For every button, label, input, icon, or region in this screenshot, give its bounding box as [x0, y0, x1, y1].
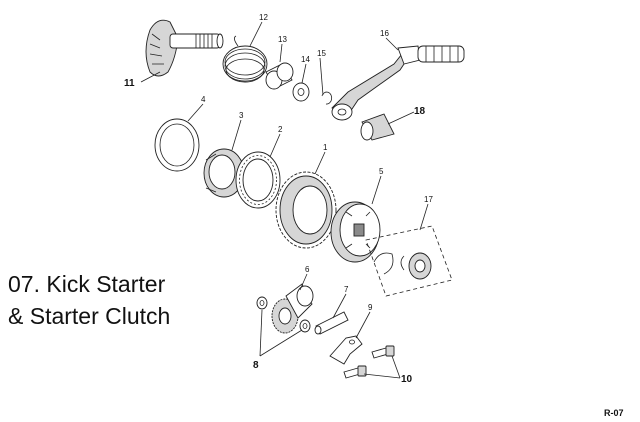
part-2-roller-bearing	[235, 151, 281, 209]
callout-7: 7	[344, 285, 349, 294]
callout-13: 13	[278, 35, 287, 44]
part-17-one-way-clutch	[365, 225, 453, 297]
diagram-title-line-2: & Starter Clutch	[8, 303, 171, 329]
diagram-title-line-1: 07. Kick Starter	[8, 271, 166, 297]
leader-lines	[140, 21, 429, 379]
part-7-idler-shaft	[314, 311, 349, 335]
callout-15: 15	[317, 49, 326, 58]
part-4-ring	[154, 118, 200, 172]
callout-5: 5	[379, 167, 384, 176]
callout-2: 2	[278, 125, 283, 134]
callout-10: 10	[401, 374, 413, 385]
callout-11: 11	[124, 78, 135, 89]
part-12-kick-spring	[222, 35, 268, 83]
callout-numbers: 11 12 13 14 15 16 18 4 3 2 1 5 17 6 7 9 …	[124, 13, 433, 385]
part-15-circlip	[321, 91, 333, 105]
callout-4: 4	[201, 95, 206, 104]
part-18-rubber-cap	[360, 113, 395, 141]
callout-8: 8	[253, 360, 259, 371]
part-11-kick-spindle	[145, 19, 224, 77]
callout-18: 18	[414, 106, 426, 117]
callout-9: 9	[368, 303, 373, 312]
callout-3: 3	[239, 111, 244, 120]
callout-1: 1	[323, 143, 328, 152]
part-3-bearing-race	[203, 148, 245, 198]
callout-6: 6	[305, 265, 310, 274]
part-6-idler-gear	[271, 283, 314, 334]
part-13-bushing	[265, 62, 294, 90]
callout-14: 14	[301, 55, 310, 64]
part-14-washer	[292, 82, 310, 102]
part-9-lock-plate	[329, 335, 363, 365]
part-16-kick-lever	[331, 45, 465, 121]
part-1-ring-gear	[275, 171, 337, 249]
callout-17: 17	[424, 195, 433, 204]
part-8-washers	[256, 296, 311, 333]
part-5-clutch-housing	[330, 201, 381, 263]
part-10-bolts	[343, 345, 395, 379]
callout-12: 12	[259, 13, 268, 22]
callout-16: 16	[380, 29, 389, 38]
page-reference: R-07	[604, 408, 624, 418]
